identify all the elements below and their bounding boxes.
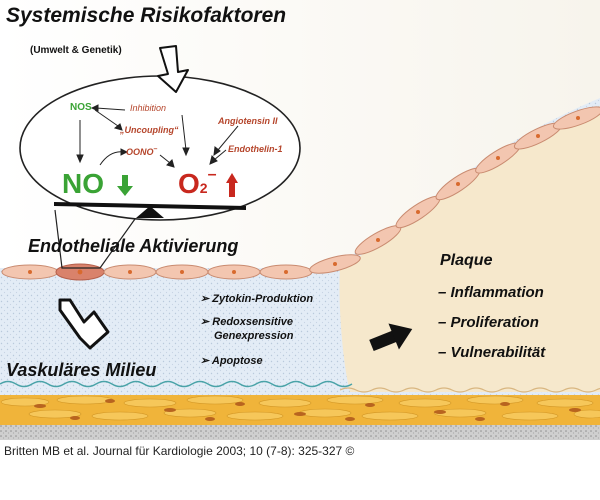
- endothelial-activation-label: Endotheliale Aktivierung: [28, 236, 239, 256]
- source-caption: Britten MB et al. Journal für Kardiologi…: [4, 444, 355, 458]
- plaque-arrow-icon: [369, 323, 413, 352]
- plaque-title: Plaque: [440, 252, 493, 269]
- oono-label: OONO–: [126, 146, 158, 157]
- elastic-lamina: [0, 380, 353, 388]
- effect-item: ➢ Apoptose: [200, 355, 263, 367]
- plaque-item: – Inflammation: [438, 284, 544, 301]
- inhibition-label: Inhibition: [130, 103, 167, 113]
- adventitia-layer: [0, 425, 600, 440]
- o2-label: O2–: [178, 165, 217, 199]
- angiotensin-label: Angiotensin II: [218, 116, 278, 126]
- plaque-item: – Proliferation: [438, 314, 539, 331]
- pathway-arrows: [76, 104, 239, 168]
- no-decrease-arrow-icon: [117, 175, 133, 196]
- uncoupling-label: „Uncoupling“: [120, 125, 179, 135]
- balance-scale-icon: [54, 202, 246, 218]
- media-layer: [0, 395, 600, 425]
- endothelial-cells: [1, 106, 600, 281]
- effect-item: ➢ Redoxsensitive: [200, 316, 293, 328]
- vascular-milieu-label: Vaskuläres Milieu: [6, 360, 157, 380]
- diagram-svg: [0, 0, 600, 440]
- down-arrow-icon: [157, 45, 189, 93]
- risk-subtitle: (Umwelt & Genetik): [30, 45, 122, 56]
- nos-label: NOS: [70, 102, 92, 113]
- zoom-lines: [54, 209, 141, 269]
- plaque-lamina: [339, 387, 600, 393]
- plaque-region: [339, 106, 600, 392]
- diagram-title: Systemische Risikofaktoren: [6, 4, 287, 27]
- endothelin-label: Endothelin-1: [228, 144, 283, 154]
- plaque-item: – Vulnerabilität: [438, 344, 546, 361]
- no-label: NO: [62, 168, 104, 199]
- o2-increase-arrow-icon: [226, 173, 238, 197]
- effect-item: ➢ Zytokin-Produktion: [200, 293, 314, 305]
- bent-arrow-icon: [58, 298, 110, 350]
- effect-item-continuation: Genexpression: [214, 330, 294, 342]
